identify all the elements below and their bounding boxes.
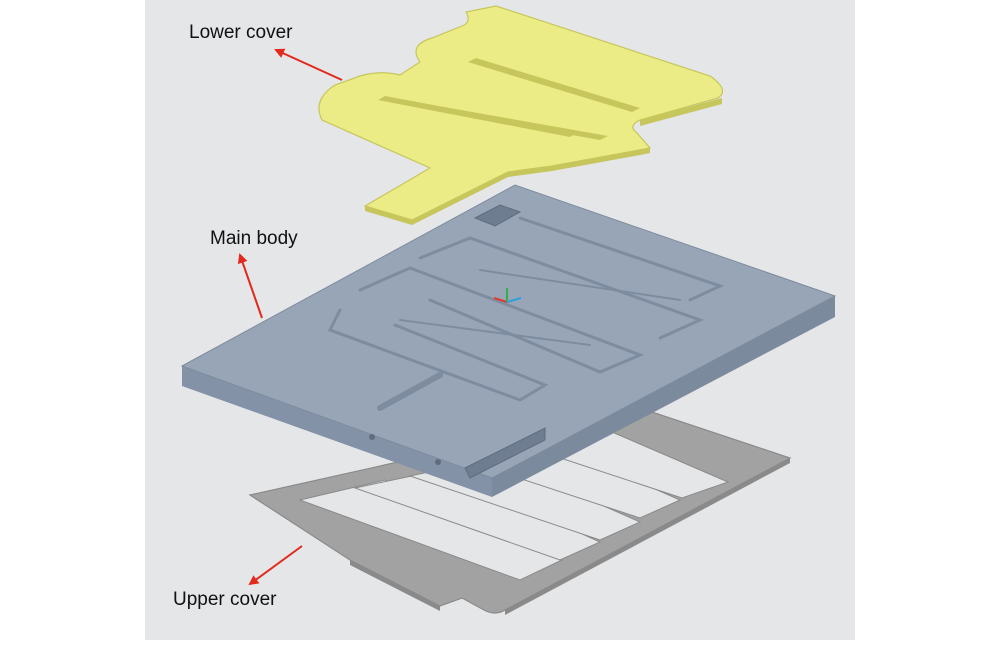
groove-channel [358,266,645,374]
upper-cover-label: Upper cover [173,589,277,610]
lower-cover-arrow [274,48,343,81]
lower-cover-part [318,5,724,225]
main-body-front-face [182,366,492,497]
mounting-hole [369,434,375,440]
main-body-part [180,184,837,497]
lower-cover-slot [468,58,640,112]
groove-channel [418,236,705,340]
lower-cover-label: Lower cover [189,22,293,43]
main-body-arrow [237,253,263,319]
upper-cover-arrow [248,545,303,586]
main-body-top-face [180,184,837,479]
groove-channel [518,216,725,302]
axis-triad [493,288,522,303]
lower-cover-edge [640,98,722,126]
mounting-hole [435,459,441,465]
lower-cover-edge [365,148,650,225]
groove-channel [399,319,591,346]
main-body-port-notch [464,427,546,479]
main-body-groove-channels [327,216,725,411]
groove-channel [377,372,443,411]
upper-cover-slot [298,479,564,581]
groove-channel [327,308,549,402]
main-body-label: Main body [210,228,298,249]
main-body-side-face [492,296,835,497]
axis-z-line [506,297,522,303]
axis-x-line [493,297,508,303]
lower-cover-slot [430,106,608,140]
groove-channel [479,269,681,301]
lower-cover-surface [318,5,724,221]
main-body-pocket [473,204,522,227]
